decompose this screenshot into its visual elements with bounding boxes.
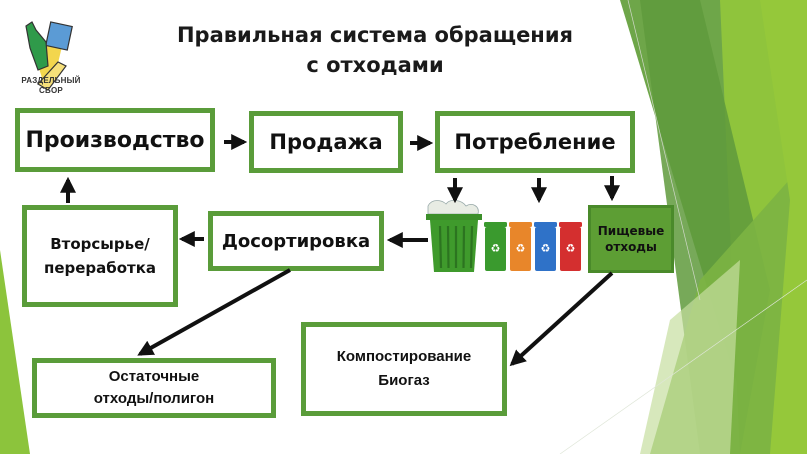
node-sorting: Досортировка bbox=[208, 211, 384, 271]
node-residual-line-1: Остаточные bbox=[108, 368, 200, 385]
node-composting: Компостирование Биогаз bbox=[301, 322, 507, 416]
node-consumption: Потребление bbox=[435, 111, 635, 173]
orange-recycle-bin-icon: ♻ bbox=[509, 222, 532, 271]
logo-text: РАЗДЕЛЬНЫЙ СБОР bbox=[14, 76, 88, 96]
node-recycling-line-2: переработка bbox=[43, 259, 157, 277]
bg-shape-left bbox=[0, 250, 30, 454]
bin-lid bbox=[509, 222, 532, 227]
page-title: Правильная система обращения с отходами bbox=[140, 20, 610, 80]
logo-line-1: РАЗДЕЛЬНЫЙ bbox=[21, 76, 81, 85]
bin-lid bbox=[559, 222, 582, 227]
bin-lid bbox=[484, 222, 507, 227]
bin-lid bbox=[534, 222, 557, 227]
bin-body bbox=[510, 227, 531, 271]
node-production: Производство bbox=[15, 108, 215, 172]
logo-icon bbox=[25, 21, 73, 91]
bg-shape-right-5 bbox=[640, 260, 740, 454]
node-production-label: Производство bbox=[25, 127, 205, 153]
green-recycle-bin-icon: ♻ bbox=[484, 222, 507, 271]
node-recycling: Вторсырье/ переработка bbox=[22, 205, 178, 307]
bg-shape-right-6 bbox=[760, 0, 807, 454]
node-composting-line-2: Биогаз bbox=[378, 372, 430, 389]
bin-body bbox=[485, 227, 506, 271]
node-residual-line-2: отходы/полигон bbox=[93, 390, 215, 407]
node-recycling-line-1: Вторсырье/ bbox=[50, 235, 150, 253]
bin-body bbox=[560, 227, 581, 271]
waste-bins: ♻ ♻ ♻ ♻ bbox=[426, 200, 582, 272]
node-sale: Продажа bbox=[249, 111, 403, 173]
title-line-1: Правильная система обращения bbox=[176, 23, 574, 47]
node-consumption-label: Потребление bbox=[454, 130, 616, 154]
bg-line-2 bbox=[559, 279, 807, 454]
bg-line-1 bbox=[627, 0, 701, 301]
node-sale-label: Продажа bbox=[269, 130, 383, 154]
red-recycle-bin-icon: ♻ bbox=[559, 222, 582, 271]
node-sorting-label: Досортировка bbox=[221, 230, 371, 252]
blue-recycle-bin-icon: ♻ bbox=[534, 222, 557, 271]
logo-line-2: СБОР bbox=[39, 86, 63, 95]
recycle-icon: ♻ bbox=[491, 242, 501, 255]
recycle-icon: ♻ bbox=[516, 242, 526, 255]
title-line-2: с отходами bbox=[306, 53, 444, 77]
node-composting-line-1: Компостирование bbox=[336, 348, 472, 365]
node-food-waste-line-1: Пищевые bbox=[597, 224, 665, 238]
recycle-icon: ♻ bbox=[541, 242, 551, 255]
recycle-icon: ♻ bbox=[566, 242, 576, 255]
bin-body bbox=[535, 227, 556, 271]
node-food-waste-line-2: отходы bbox=[605, 240, 657, 254]
node-food-waste: Пищевые отходы bbox=[588, 205, 674, 273]
trash-bin-icon bbox=[426, 200, 482, 272]
node-residual: Остаточные отходы/полигон bbox=[32, 358, 276, 418]
